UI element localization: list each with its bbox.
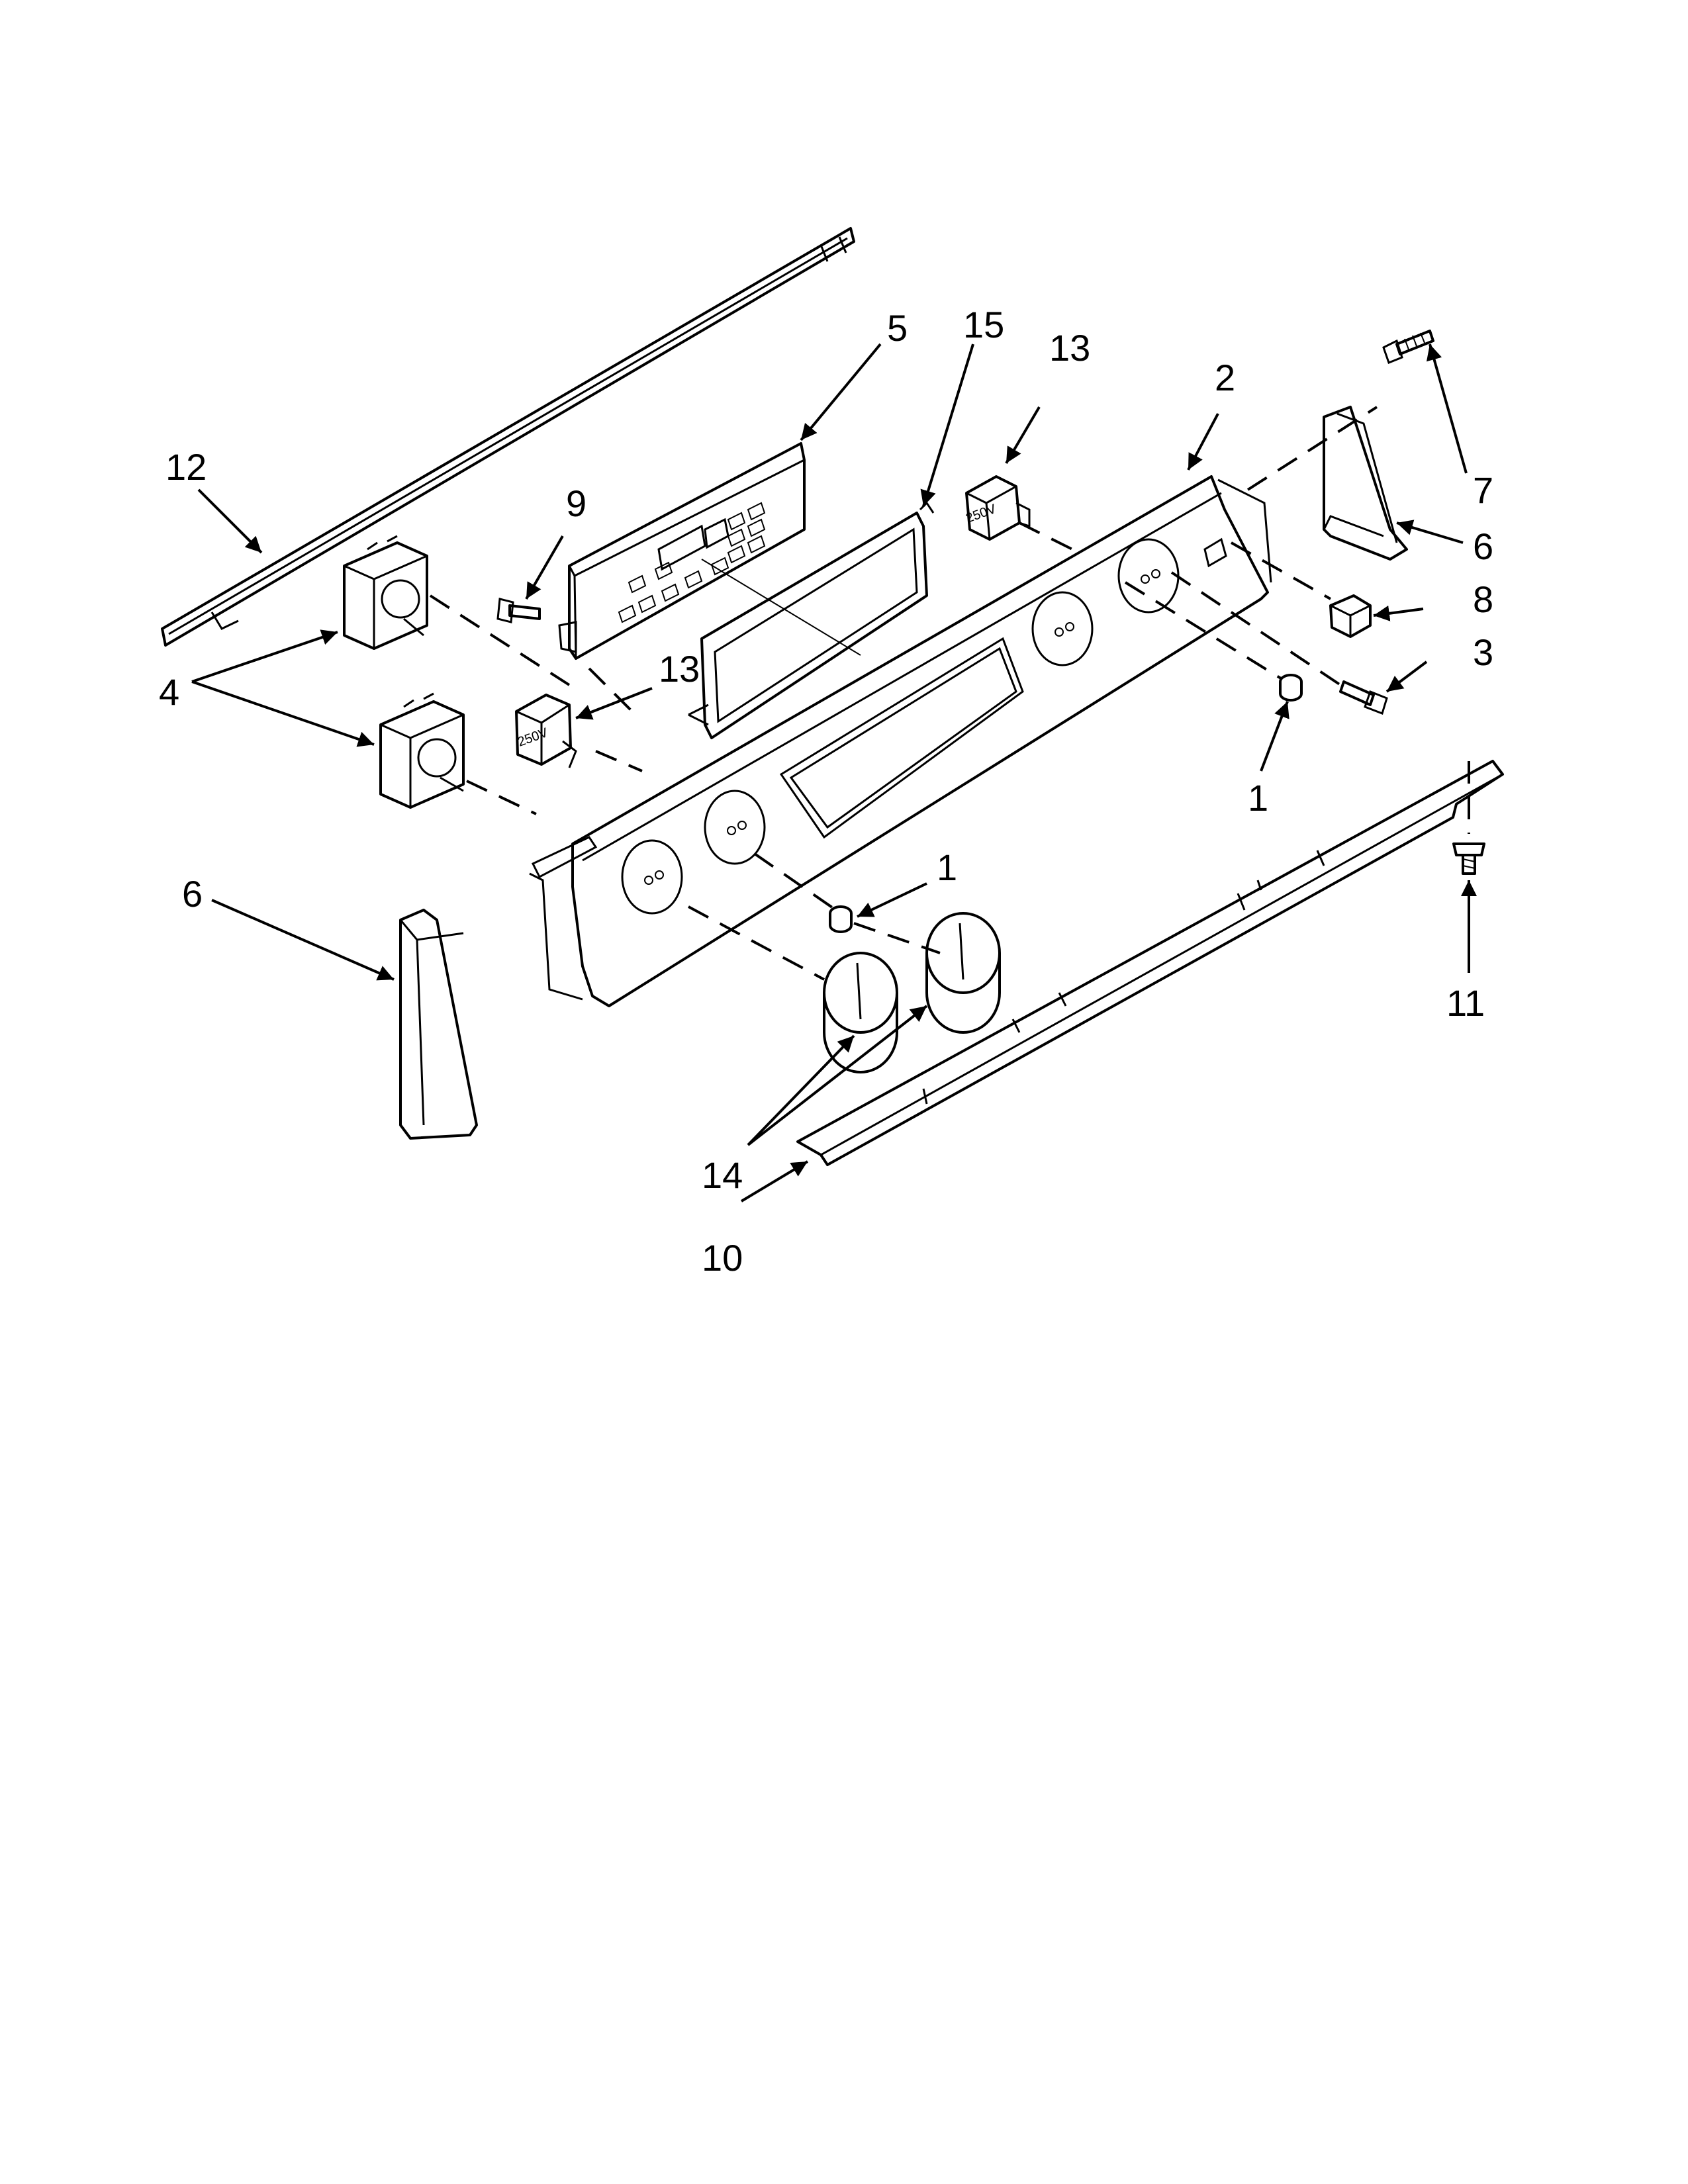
callout-7: 7 [1473,469,1493,511]
callout-15: 15 [963,304,1004,345]
callout-labels: 12 5 15 13 2 7 9 6 8 3 4 13 1 1 6 11 14 … [159,304,1493,1279]
end-cap-right-part [1323,406,1408,561]
callout-2: 2 [1215,357,1235,398]
infinite-switch-upper-part: 250V [964,475,1031,541]
callout-10: 10 [702,1237,743,1279]
knob-spacer-right-part [1279,674,1303,702]
control-board-part [558,442,806,660]
screw-3-part [1339,680,1388,715]
callout-8: 8 [1473,578,1493,620]
infinite-switch-4-lower-part [379,692,465,809]
trim-strip-part [161,227,855,647]
infinite-switch-4-upper-part [343,535,428,650]
alignment-lines [429,406,1470,981]
bottom-rail-part [796,760,1504,1166]
screw-7-part [1382,330,1434,364]
callout-4: 4 [159,671,179,713]
console-panel-part [529,475,1272,1007]
leader-lines [191,343,1477,1203]
rocker-switch-part [1329,594,1372,638]
screw-11-part [1452,842,1485,875]
control-knob-right-part [925,912,1001,1034]
callout-14: 14 [702,1154,743,1196]
callout-13-lower: 13 [659,648,700,690]
callout-9: 9 [566,482,586,524]
callout-5: 5 [887,307,908,349]
end-cap-left-part [399,909,478,1140]
display-bracket-part [688,501,935,739]
callout-6-right: 6 [1473,525,1493,567]
infinite-switch-lower-part: 250V [515,694,577,768]
knob-spacer-left-part [829,905,853,933]
callout-12: 12 [165,446,207,488]
callout-1-right: 1 [1248,777,1268,819]
screw-9-part [496,598,541,623]
callout-3: 3 [1473,631,1493,673]
callout-11: 11 [1446,982,1485,1024]
callout-13-upper: 13 [1049,327,1090,369]
callout-1-left: 1 [937,846,957,888]
callout-6-left: 6 [182,873,203,915]
